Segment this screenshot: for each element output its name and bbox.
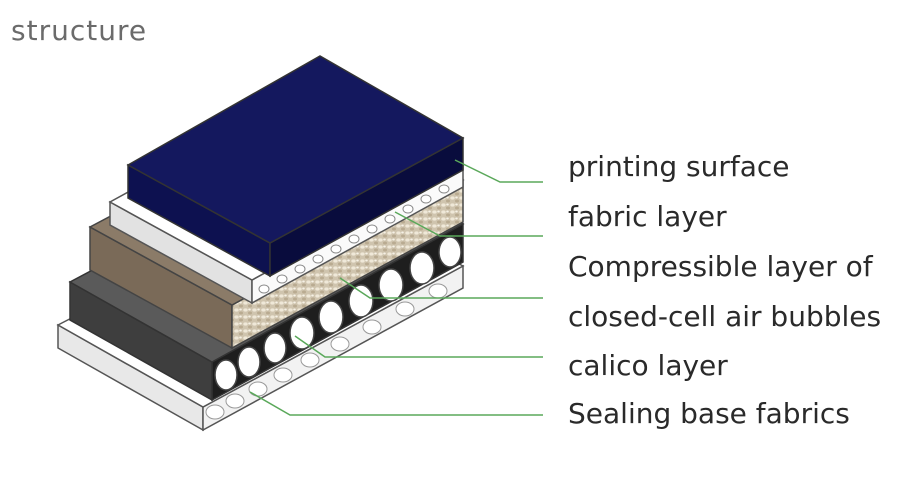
label-calico-layer: calico layer — [568, 349, 728, 382]
leader-line-calico — [294, 335, 543, 358]
label-fabric-layer: fabric layer — [568, 200, 727, 233]
leader-line-compressible — [339, 277, 543, 299]
leader-line-printing-surface — [454, 159, 543, 183]
label-printing-surface: printing surface — [568, 150, 790, 183]
label-compressible-layer: Compressible layer of — [568, 250, 873, 283]
leader-line-fabric — [394, 211, 543, 237]
printing-surface-layer — [126, 55, 465, 278]
label-sealing-base-fabrics: Sealing base fabrics — [568, 397, 850, 430]
leader-line-base — [249, 391, 543, 416]
label-closed-cell-air-bubbles: closed-cell air bubbles — [568, 300, 882, 333]
diagram-heading: structure — [11, 14, 148, 47]
leader-lines — [249, 159, 543, 416]
